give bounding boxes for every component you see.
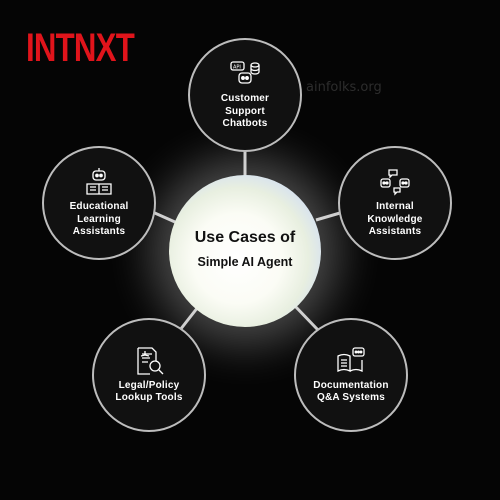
node-customer-support-chatbots: API Customer Support Chatbots: [188, 38, 302, 152]
node-documentation-qa-systems: Documentation Q&A Systems: [294, 318, 408, 432]
robot-teacher-icon: [84, 167, 114, 197]
center-subtitle: Simple AI Agent: [197, 255, 293, 269]
svg-text:API: API: [233, 65, 241, 71]
connector-legal-policy: [178, 306, 200, 331]
node-label: Customer Support Chatbots: [220, 93, 270, 130]
center-hub: Use Cases of Simple AI Agent: [169, 175, 321, 327]
node-label: Legal/Policy Lookup Tools: [115, 379, 183, 404]
book-chat-icon: [336, 346, 366, 376]
center-title: Use Cases of: [194, 229, 296, 246]
node-educational-learning-assistants: Educational Learning Assistants: [42, 146, 156, 260]
chatbot-api-icon: API: [230, 59, 260, 89]
document-search-icon: [134, 346, 164, 376]
node-legal-policy-lookup-tools: Legal/Policy Lookup Tools: [92, 318, 206, 432]
brand-logo: INTNXT: [26, 26, 135, 70]
connector-internal-knowledge: [315, 211, 341, 222]
connector-documentation: [292, 303, 320, 332]
robots-chat-icon: [380, 167, 410, 197]
node-label: Internal Knowledge Assistants: [367, 201, 423, 238]
node-label: Educational Learning Assistants: [69, 201, 129, 238]
watermark: ainfolks.org: [306, 80, 382, 95]
node-internal-knowledge-assistants: Internal Knowledge Assistants: [338, 146, 452, 260]
node-label: Documentation Q&A Systems: [313, 379, 389, 404]
